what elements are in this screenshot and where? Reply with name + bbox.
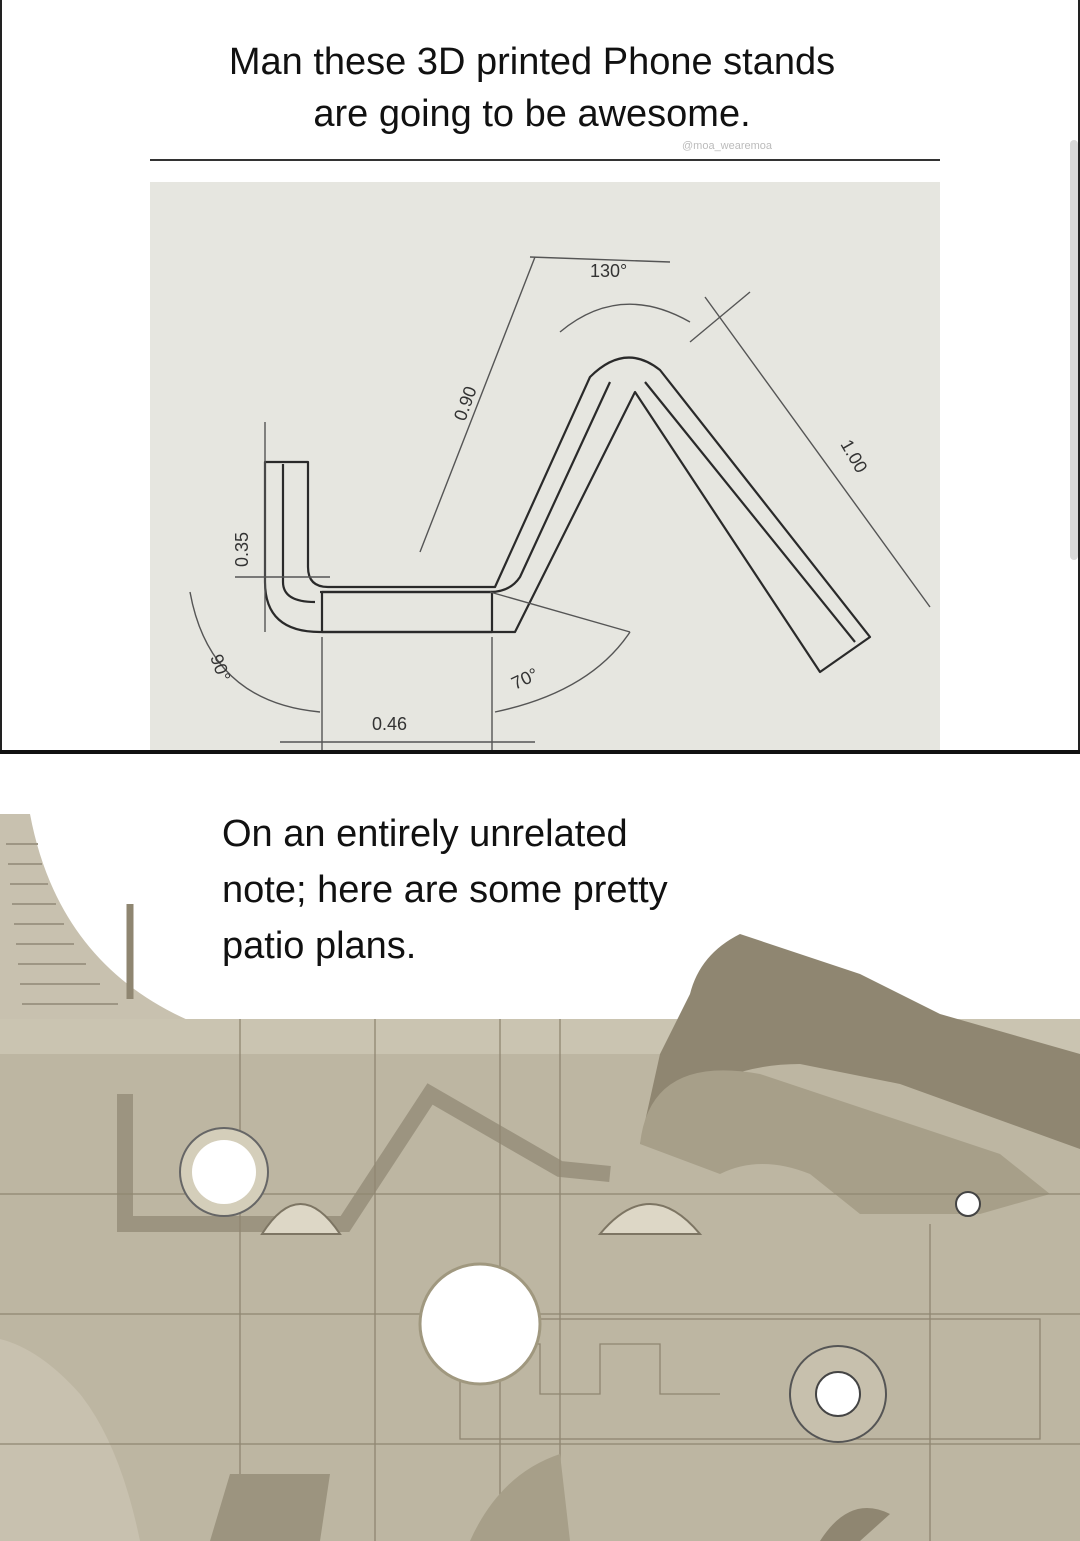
foot-left [210, 1474, 330, 1541]
top-rule [150, 159, 940, 161]
bottom-caption-line-3: patio plans. [222, 925, 417, 967]
dimension-lines [189, 256, 931, 767]
label-angle-top: 130° [590, 261, 627, 281]
pin-hole-small [955, 1191, 981, 1217]
pin-hole-right [815, 1371, 861, 1417]
pin-hole-center [418, 1262, 542, 1386]
foot-center [470, 1454, 570, 1541]
trigger-part [640, 1070, 1050, 1214]
bottom-caption-line-1: On an entirely unrelated [222, 813, 628, 855]
label-length-right: 1.00 [837, 436, 872, 476]
panel-divider [0, 750, 1080, 754]
cad-part-render [0, 814, 1080, 1541]
stand-outline [263, 356, 872, 674]
top-caption-line-2: are going to be awesome. [313, 93, 751, 135]
bottom-panel: On an entirely unrelated note; here are … [0, 754, 1080, 1541]
technical-drawing: 130° 90° 70° 0.35 0.46 0.90 1.00 [150, 182, 940, 767]
top-caption-line-1: Man these 3D printed Phone stands [228, 41, 836, 83]
knurl-pattern [6, 843, 118, 1005]
label-length-left: 0.35 [232, 532, 252, 567]
scrollbar[interactable] [1070, 140, 1078, 560]
phone-stand-drawing: 130° 90° 70° 0.35 0.46 0.90 1.00 [189, 256, 931, 767]
watermark: @moa_wearemoa [682, 140, 773, 152]
dimension-labels: 130° 90° 70° 0.35 0.46 0.90 1.00 [206, 261, 871, 734]
foot-right [820, 1508, 890, 1541]
stand-base [320, 590, 494, 634]
bottom-caption-line-2: note; here are some pretty [222, 869, 668, 911]
label-length-middle: 0.90 [450, 384, 481, 424]
top-caption: Man these 3D printed Phone stands are go… [2, 36, 1062, 140]
top-panel: Man these 3D printed Phone stands are go… [0, 0, 1080, 770]
slot-left [260, 1203, 342, 1235]
label-length-base: 0.46 [372, 714, 407, 734]
label-angle-left: 90° [206, 652, 234, 684]
hammer-part [640, 934, 1080, 1149]
channel-path [117, 1083, 611, 1232]
slot-right [597, 1203, 703, 1235]
pin-hole-left [192, 1140, 256, 1204]
label-angle-bottom: 70° [508, 664, 541, 694]
bottom-caption: On an entirely unrelated note; here are … [222, 806, 842, 974]
